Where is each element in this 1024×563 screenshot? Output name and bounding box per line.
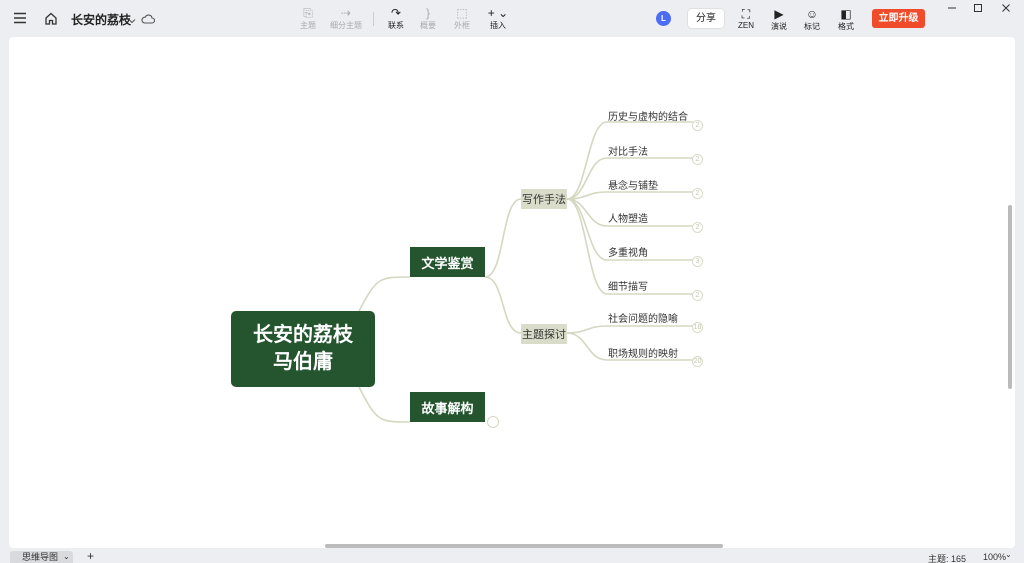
- topic-characterization[interactable]: 人物塑造: [608, 214, 648, 225]
- tool-boundary[interactable]: ⬚ 外框: [442, 6, 482, 31]
- collapsed-count-badge[interactable]: 2: [692, 188, 703, 199]
- avatar[interactable]: L: [656, 11, 671, 26]
- topic-literary-appreciation[interactable]: 文学鉴赏: [410, 247, 485, 277]
- smiley-icon: ☺: [805, 7, 819, 21]
- tool-topic[interactable]: ⎘ 主题: [288, 6, 328, 31]
- upgrade-button[interactable]: 立即升级: [872, 9, 925, 28]
- chevron-down-icon[interactable]: [128, 12, 136, 24]
- tool-subtopic[interactable]: ⇢ 细分主题: [325, 6, 367, 31]
- root-topic[interactable]: 长安的荔枝 马伯庸: [231, 311, 375, 387]
- mindmap-canvas[interactable]: 长安的荔枝 马伯庸 文学鉴赏 故事解构 写作手法 主题探讨 历史与虚构的结合 2…: [9, 37, 1015, 548]
- play-icon: ▶: [774, 7, 784, 21]
- horizontal-scrollbar[interactable]: [325, 544, 723, 548]
- home-icon[interactable]: [43, 10, 59, 26]
- topic-theme-discussion[interactable]: 主题探讨: [521, 324, 567, 344]
- topic-suspense[interactable]: 悬念与铺垫: [608, 181, 658, 192]
- collapsed-count-badge[interactable]: 2: [692, 222, 703, 233]
- collapsed-count-badge[interactable]: 2: [692, 120, 703, 131]
- tool-summary[interactable]: } 概要: [408, 6, 448, 31]
- tool-marker[interactable]: ☺ 标记: [797, 7, 827, 32]
- tool-zen[interactable]: ⛶ ZEN: [731, 7, 761, 30]
- status-bar: 思维导图 ⌄ + 主题: 165 100% ⌄: [0, 550, 1024, 563]
- boundary-icon: ⬚: [456, 6, 468, 20]
- sheet-tab-label: 思维导图: [22, 552, 59, 562]
- chevron-down-icon[interactable]: ⌄: [63, 552, 70, 561]
- document-title[interactable]: 长安的荔枝: [71, 13, 132, 27]
- plus-icon: + ⌄: [487, 6, 509, 20]
- topic-history-fiction[interactable]: 历史与虚构的结合: [608, 112, 688, 123]
- zoom-level[interactable]: 100%: [983, 552, 1007, 562]
- tool-relationship[interactable]: ↷ 联系: [376, 6, 416, 31]
- topic-count: 主题: 165: [928, 554, 967, 563]
- share-button[interactable]: 分享: [688, 9, 724, 28]
- title-bar: 长安的荔枝 ⎘ 主题 ⇢ 细分主题 ↷ 联系 } 概要 ⬚ 外框 + ⌄ 插入 …: [0, 0, 1024, 36]
- topic-detail-description[interactable]: 细节描写: [608, 282, 648, 293]
- format-panel-icon: ◧: [840, 7, 852, 21]
- tool-format[interactable]: ◧ 格式: [831, 7, 861, 32]
- topic-social-metaphor[interactable]: 社会问题的隐喻: [608, 314, 678, 325]
- collapsed-count-badge[interactable]: 20: [692, 356, 703, 367]
- collapsed-count-badge[interactable]: 3: [692, 256, 703, 267]
- collapsed-count-badge[interactable]: 2: [692, 154, 703, 165]
- root-topic-author: 马伯庸: [273, 351, 333, 373]
- tool-present[interactable]: ▶ 演说: [764, 7, 794, 32]
- topic-icon: ⎘: [303, 6, 313, 20]
- fullscreen-icon: ⛶: [741, 7, 751, 21]
- menu-icon[interactable]: [12, 10, 28, 26]
- topic-contrast[interactable]: 对比手法: [608, 147, 648, 158]
- collapsed-count-badge[interactable]: 2: [692, 290, 703, 301]
- add-sheet-button[interactable]: +: [87, 549, 95, 563]
- root-topic-title: 长安的荔枝: [253, 324, 353, 346]
- relationship-icon: ↷: [390, 6, 402, 20]
- chevron-down-icon[interactable]: ⌄: [1005, 550, 1012, 559]
- minimize-icon[interactable]: [940, 2, 964, 16]
- vertical-scrollbar[interactable]: [1008, 205, 1012, 389]
- topic-writing-techniques[interactable]: 写作手法: [521, 189, 567, 209]
- sheet-tab-mindmap[interactable]: 思维导图 ⌄: [10, 551, 73, 563]
- toolbar-divider: [373, 12, 374, 26]
- subtopic-icon: ⇢: [340, 6, 352, 20]
- topic-workplace-rules[interactable]: 职场规则的映射: [608, 349, 678, 360]
- tool-insert[interactable]: + ⌄ 插入: [478, 6, 518, 31]
- collapsed-count-badge[interactable]: 18: [692, 322, 703, 333]
- topic-multiple-perspectives[interactable]: 多重视角: [608, 248, 648, 259]
- topic-story-deconstruction[interactable]: 故事解构: [410, 392, 485, 422]
- connector-lines: [358, 121, 693, 428]
- summary-icon: }: [425, 6, 430, 20]
- close-icon[interactable]: [994, 2, 1018, 16]
- cloud-sync-icon[interactable]: [141, 11, 156, 24]
- maximize-icon[interactable]: [966, 2, 990, 16]
